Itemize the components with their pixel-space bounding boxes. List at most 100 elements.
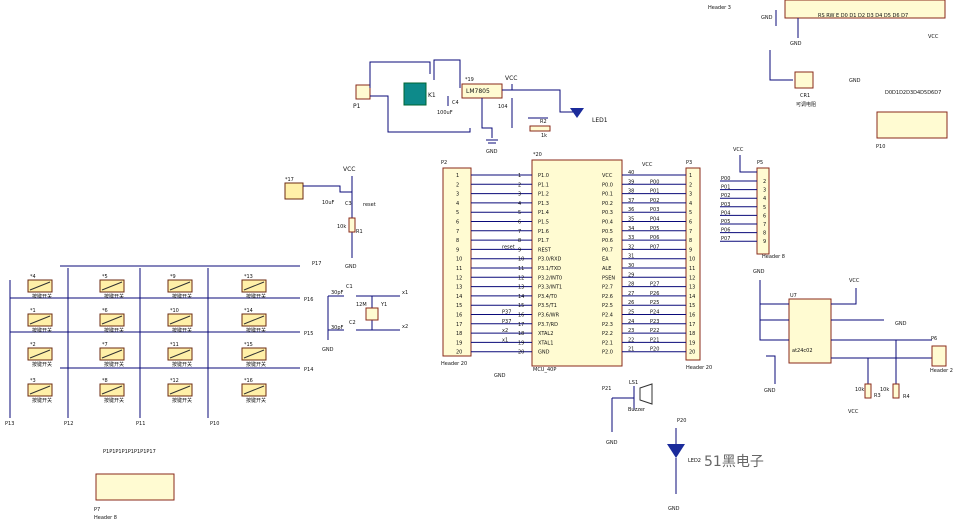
mcu-right-net: P07 [650, 244, 659, 250]
mcu-right-net: P04 [650, 217, 659, 223]
p3-ref: P3 [686, 160, 692, 166]
buzzer-icon [639, 383, 653, 405]
mcu-left-pin-number: 2 [518, 182, 521, 188]
mcu-right-pin-number: 28 [628, 282, 634, 288]
mcu-right-pin-number: 35 [628, 217, 634, 223]
p2-pin-number: 10 [456, 257, 462, 263]
p3-pin-number: 14 [689, 294, 695, 300]
mcu-right-net: P27 [650, 282, 659, 288]
p3-pin-number: 19 [689, 340, 695, 346]
p2-pin-number: 6 [456, 220, 459, 226]
mcu-right-pin-name: P2.7 [602, 285, 613, 291]
p10-label: P10 [876, 144, 885, 150]
mcu-right-net: P00 [650, 179, 659, 185]
col-p13: P13 [5, 421, 14, 427]
mcu-right-pin-name: EA [602, 257, 609, 263]
mcu-left-pin-name: P1.7 [538, 238, 549, 244]
p3-pin-number: 3 [689, 192, 692, 198]
pot-label: 可调电阻 [796, 101, 816, 108]
reg-ref: *19 [465, 77, 474, 83]
p3-pin-number: 17 [689, 322, 695, 328]
resistor-r1 [348, 217, 356, 233]
r4-label: R4 [903, 394, 910, 400]
c4-value: 100uF [437, 110, 453, 116]
mcu-left-net: x1 [502, 337, 508, 343]
mcu-left-pin-name: P1.1 [538, 182, 549, 188]
mcu-left-pin-name: P3.7/RD [538, 322, 558, 328]
p2-pin-number: 19 [456, 340, 462, 346]
mcu-left-pin-name: P3.4/T0 [538, 294, 557, 300]
eeprom-part: at24c02 [792, 348, 813, 354]
mcu-right-pin-number: 37 [628, 198, 634, 204]
mcu-left-pin-number: 8 [518, 238, 521, 244]
mcu-left-pin-name: P3.0/RXD [538, 257, 562, 263]
mcu-right-pin-number: 30 [628, 263, 634, 269]
p3-pin-number: 11 [689, 266, 695, 272]
gnd-lcd2: GND [790, 41, 802, 47]
vcc-mcu: VCC [642, 162, 653, 168]
mcu-right-pin-number: 22 [628, 337, 634, 343]
key-label: 按键开关 [246, 397, 266, 404]
gnd-power: GND [486, 149, 498, 155]
c1-label: C1 [346, 284, 353, 290]
mcu-left-pin-name: P1.2 [538, 192, 549, 198]
p5-pin-number: 2 [763, 179, 766, 185]
mcu-left-pin-number: 13 [518, 285, 524, 291]
gnd-mcu: GND [494, 373, 506, 379]
p2-pin-number: 11 [456, 266, 462, 272]
connector-p3 [685, 167, 701, 361]
mcu-right-pin-name: PSEN [602, 275, 615, 281]
pot-cr1 [794, 71, 814, 89]
p2-pin-number: 12 [456, 275, 462, 281]
key-label: 按键开关 [32, 293, 52, 300]
vcc-reset: VCC [343, 166, 355, 173]
p5-net: P02 [721, 193, 730, 199]
vcc-lcd: VCC [928, 34, 939, 40]
r4-value: 10k [880, 387, 889, 393]
mcu-right-net: P06 [650, 235, 659, 241]
p5-pin-number: 6 [763, 213, 766, 219]
mcu-left-pin-name: P1.4 [538, 210, 549, 216]
mcu-left-pin-number: 18 [518, 331, 524, 337]
mcu-right-pin-number: 23 [628, 328, 634, 334]
key-ref: *11 [170, 342, 179, 348]
mcu-right-pin-number: 34 [628, 226, 634, 232]
mcu-right-pin-number: 33 [628, 235, 634, 241]
mcu-right-pin-name: P0.4 [602, 220, 613, 226]
p21-net: P21 [602, 386, 611, 392]
p2-pin-number: 7 [456, 229, 459, 235]
mcu-right-pin-number: 26 [628, 300, 634, 306]
p5-pin-number: 7 [763, 222, 766, 228]
mcu-right-pin-number: 27 [628, 291, 634, 297]
power-section: P1 K1 *19 LM7805 VCC C4 100uF 104 R2 1k … [353, 59, 608, 155]
mcu-left-pin-number: 5 [518, 210, 521, 216]
p3-pin-number: 7 [689, 229, 692, 235]
key-matrix: P17 P16 P15 P14 P13 P12 P11 P10 *4按键开关*5… [5, 261, 321, 427]
key-label: 按键开关 [246, 293, 266, 300]
mcu-right-pin-number: 39 [628, 179, 634, 185]
r3-label: R3 [874, 393, 881, 399]
mcu-left-pin-name: P3.1/TXD [538, 266, 561, 272]
c2-label: C2 [349, 320, 356, 326]
p5-pin-number: 3 [763, 188, 766, 194]
mcu-right-pin-name: P2.4 [602, 313, 613, 319]
p5-name: Header 8 [762, 254, 785, 260]
p6-name: Header 2 [930, 368, 953, 374]
gnd-pot: GND [849, 78, 861, 84]
gnd-crystal: GND [322, 347, 334, 353]
key-label: 按键开关 [104, 293, 124, 300]
mcu-left-pin-number: 9 [518, 247, 521, 253]
mcu-right-net: P22 [650, 328, 659, 334]
key-label: 按键开关 [32, 397, 52, 404]
p3-pin-number: 5 [689, 210, 692, 216]
mcu-left-net: x2 [502, 328, 508, 334]
p2-pin-number: 13 [456, 285, 462, 291]
mcu-right-pin-number: 36 [628, 207, 634, 213]
mcu-left-pin-number: 17 [518, 322, 524, 328]
p3-pin-number: 1 [689, 173, 692, 179]
